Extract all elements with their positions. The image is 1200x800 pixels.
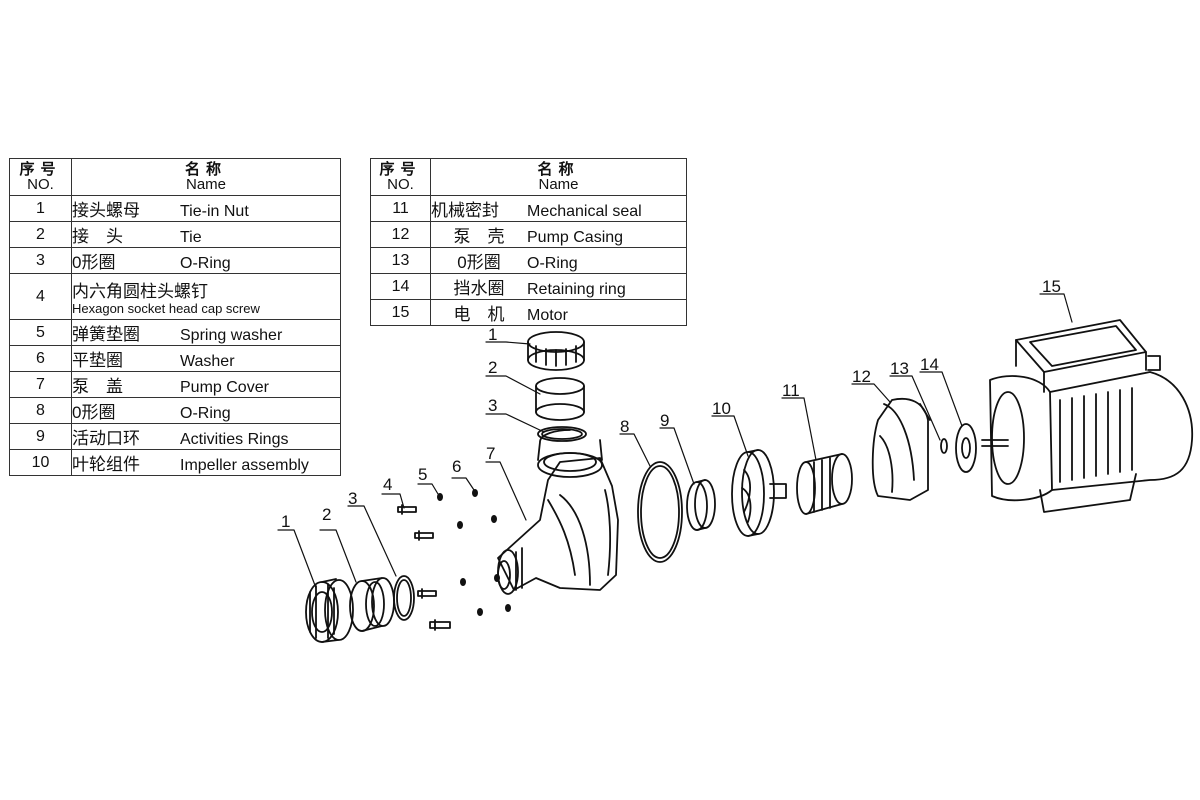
callout-12: 12 [852,367,871,386]
callout-2-upper: 2 [488,358,497,377]
callout-1-upper: 1 [488,325,497,344]
part-tie-lower [349,577,395,632]
part-motor [981,319,1194,513]
part-tie-upper [535,377,585,421]
callout-9: 9 [660,411,669,430]
callout-14: 14 [920,355,939,374]
part-retaining-ring [955,423,977,473]
callout-13: 13 [890,359,909,378]
callout-5: 5 [418,465,427,484]
callout-1-lower: 1 [281,512,290,531]
callout-11: 11 [782,381,800,400]
callout-6: 6 [452,457,461,476]
callout-15: 15 [1042,277,1061,296]
part-mechanical-seal [796,453,853,515]
callout-3-upper: 3 [488,396,497,415]
callout-4: 4 [383,475,392,494]
callout-3-lower: 3 [348,489,357,508]
callout-10: 10 [712,399,731,418]
leader-lines [277,293,1073,589]
part-screws [397,504,451,631]
part-activities-ring [686,479,716,531]
part-o-ring-upper [537,426,587,442]
part-pump-casing [871,398,931,501]
part-o-ring-13 [940,438,948,454]
part-impeller [731,449,787,537]
part-tie-in-nut-upper [527,331,585,371]
part-o-ring-lower [393,575,415,621]
callout-7: 7 [486,444,495,463]
part-pump-cover [497,429,619,595]
part-tie-in-nut-lower [305,578,354,643]
callout-8: 8 [620,417,629,436]
part-washers [437,489,511,616]
callout-2-lower: 2 [322,505,331,524]
part-o-ring-8 [637,461,683,563]
